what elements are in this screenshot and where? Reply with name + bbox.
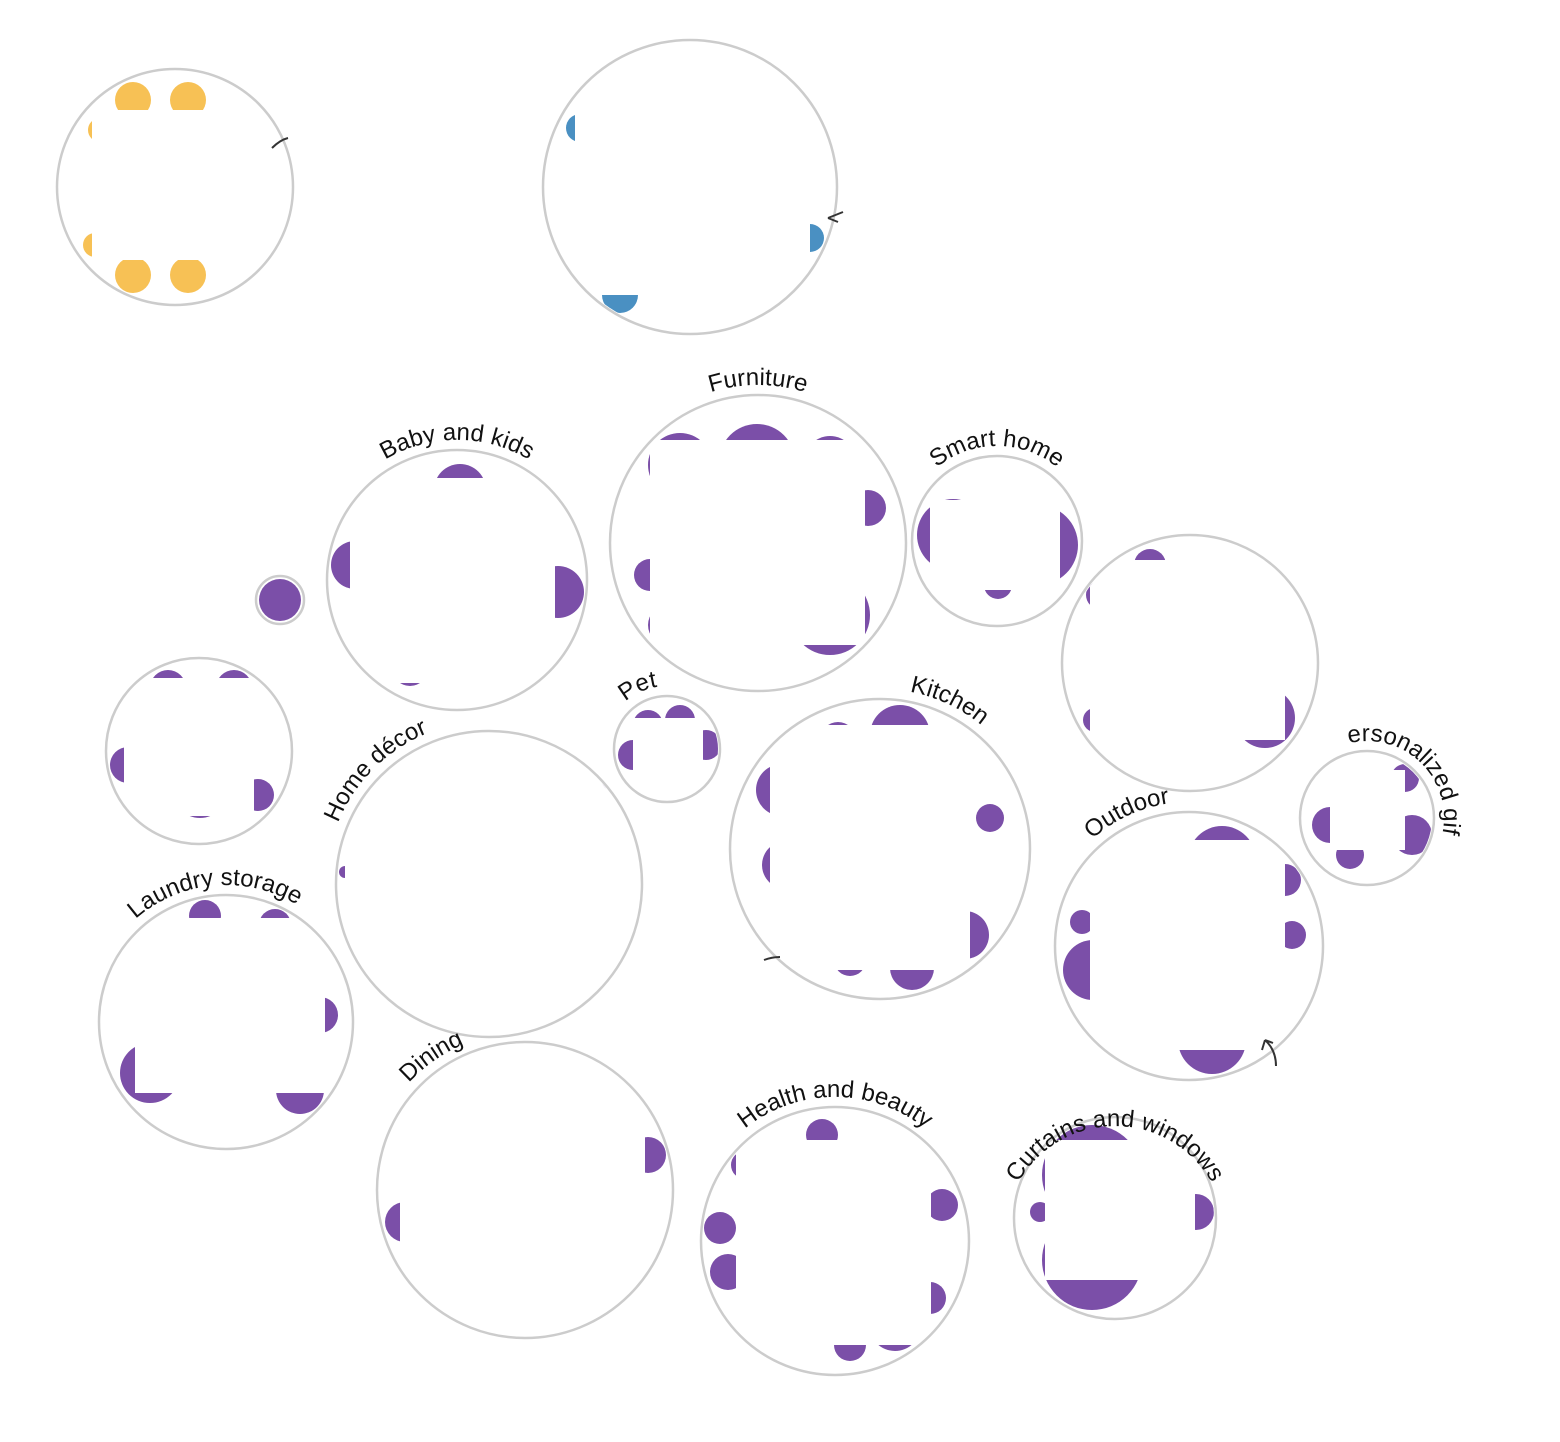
bubble-group: Furniture [608, 364, 908, 693]
bubble-group: Pet [612, 666, 722, 804]
bubble-mask [650, 440, 865, 645]
bubble-label-text: Furniture [705, 364, 811, 398]
bubble-content [385, 1055, 666, 1325]
bubble-group: Health and beauty [699, 1076, 971, 1377]
annotation-arrow [827, 211, 844, 223]
bubble-content [259, 579, 301, 621]
bubble-mask [124, 678, 254, 816]
data-point [170, 257, 206, 293]
bubble-mask [135, 918, 325, 1093]
annotation-arrow [763, 956, 781, 961]
bubble-content [339, 745, 625, 1015]
bubble-group: Smart home [910, 425, 1084, 628]
bubble-mask [633, 718, 703, 776]
bubble-group: Home décor [319, 714, 644, 1039]
bubble-mask [1090, 560, 1285, 740]
bubble-content [1083, 549, 1295, 748]
bubble-mask [736, 1140, 931, 1345]
bubble-content [704, 1119, 958, 1361]
bubble-group: Curtains and windows [1000, 1105, 1230, 1321]
bubble-group: Dining [375, 1025, 675, 1340]
bubble-mask [350, 478, 555, 683]
bubble-group: Laundry storage [97, 864, 355, 1151]
bubble-content [1063, 826, 1306, 1074]
bubble-content [331, 464, 584, 686]
data-point [976, 804, 1004, 832]
bubble-content [120, 900, 338, 1114]
bubble-content [566, 80, 824, 313]
bubble-group [104, 656, 294, 846]
bubble-mask [1090, 840, 1285, 1050]
data-point [170, 82, 206, 118]
bubble-group [55, 67, 295, 307]
bubble-group [541, 38, 839, 336]
data-point [115, 82, 151, 118]
bubble-mask [575, 80, 810, 295]
bubble-content [634, 424, 886, 655]
bubble-mask [92, 110, 287, 260]
bubble-content [83, 82, 287, 293]
annotation-arrow [1261, 1039, 1277, 1067]
bubble-label: Furniture [705, 364, 811, 398]
bubble-mask [400, 1055, 645, 1325]
bubble-content [110, 670, 274, 818]
data-point [115, 257, 151, 293]
annotation-arrow [271, 137, 289, 149]
data-point [1070, 910, 1094, 934]
bubble-group: Baby and kids [325, 419, 589, 712]
bubble-group: Kitchen [728, 671, 1032, 1001]
bubble-mask [770, 725, 970, 970]
data-point [704, 1212, 736, 1244]
data-point [926, 1189, 958, 1221]
bubble-content [1312, 764, 1432, 869]
bubble-mask [345, 745, 625, 1015]
bubble-content [618, 705, 718, 776]
bubble-content [917, 499, 1078, 599]
bubble-content [756, 705, 1004, 990]
bubble-mask [930, 500, 1060, 590]
bubble-group: Outdoor [1053, 783, 1325, 1082]
bubble-mask [1045, 1140, 1195, 1280]
bubble-group [254, 574, 306, 626]
bubble-content [1030, 1125, 1214, 1310]
data-point [259, 579, 301, 621]
bubble-mask [1330, 770, 1405, 850]
bubble-group [1060, 533, 1320, 793]
